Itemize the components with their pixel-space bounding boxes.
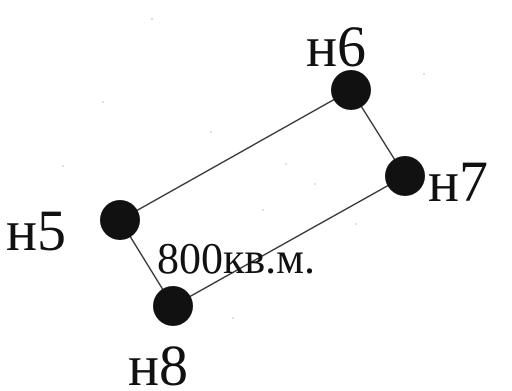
boundary-segment-h7-h8 bbox=[172, 175, 406, 307]
background-specks bbox=[62, 17, 425, 319]
point-marker-h8 bbox=[153, 286, 193, 326]
point-marker-h6 bbox=[331, 70, 371, 110]
point-marker-h5 bbox=[100, 200, 140, 240]
point-label-h6: н6 bbox=[306, 14, 366, 79]
point-label-h5: н5 bbox=[6, 198, 66, 263]
point-label-h7: н7 bbox=[428, 149, 488, 214]
point-label-h8: н8 bbox=[128, 333, 188, 391]
boundary-segment-h5-h6 bbox=[119, 89, 352, 221]
point-marker-h7 bbox=[385, 156, 425, 196]
area-label: 800кв.м. bbox=[157, 234, 315, 283]
